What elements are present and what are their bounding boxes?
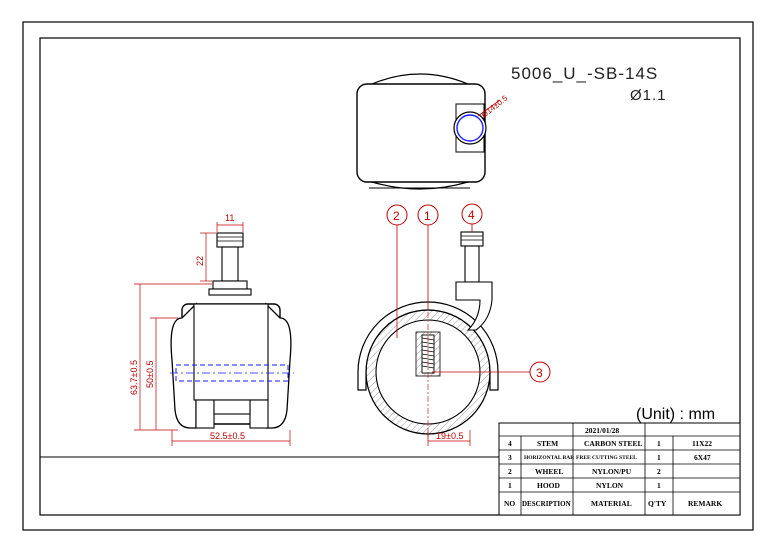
bom-header-qty: Q'TY <box>648 499 667 508</box>
bom-table: 2021/01/28 4 STEM CARBON STEEL 1 11X22 3… <box>498 422 741 516</box>
side-section-view: 19±0.5 <box>357 231 499 446</box>
inner-border <box>39 37 741 516</box>
bom-row-3-desc: HORIZONTAL BAR <box>524 455 575 461</box>
bom-row-1-desc: HOOD <box>537 481 561 490</box>
bom-row-4-remark: 11X22 <box>692 439 712 448</box>
bom-row-1-material: NYLON <box>596 481 624 490</box>
bom-row-3-no: 3 <box>508 453 512 462</box>
top-view: Ø14±0.5 <box>356 73 510 190</box>
stem-height-label: 22 <box>195 256 205 266</box>
callout-4 <box>461 203 483 225</box>
front-view <box>170 232 294 429</box>
bom-row-2-material: NYLON/PU <box>592 467 632 476</box>
callouts: 2 1 4 3 <box>386 203 551 383</box>
unit-label: (Unit) : mm <box>636 406 715 423</box>
bom-row-4-material: CARBON STEEL <box>584 439 643 448</box>
callout-2-label: 2 <box>393 209 400 223</box>
bom-row-3-qty: 1 <box>657 453 661 462</box>
total-width-label: 52.5±0.5 <box>210 431 245 441</box>
bom-date: 2021/01/28 <box>585 426 619 435</box>
callout-1 <box>417 204 439 226</box>
side-offset-label: 19±0.5 <box>436 431 463 441</box>
bom-row-2-no: 2 <box>508 467 512 476</box>
bom-header-remark: REMARK <box>688 499 722 508</box>
diameter-label: Ø1.1 <box>630 87 667 104</box>
stem-width-label: 11 <box>225 213 234 223</box>
bom-row-4-no: 4 <box>508 439 512 448</box>
bom-row-4-desc: STEM <box>537 439 558 448</box>
bom-row-1-no: 1 <box>508 481 512 490</box>
front-dimensions: 11 22 63.7±0.5 50±0.5 52.5±0.5 <box>129 213 291 446</box>
bom-row-2-desc: WHEEL <box>535 467 563 476</box>
callout-1-label: 1 <box>424 209 431 223</box>
bom-header-no: NO <box>504 499 515 508</box>
callout-2 <box>386 204 408 226</box>
bom-row-4-qty: 1 <box>657 439 661 448</box>
outer-border <box>22 21 754 531</box>
total-height-label: 63.7±0.5 <box>129 360 139 395</box>
bom-row-3-remark: 6X47 <box>694 453 711 462</box>
callout-3-label: 3 <box>536 366 543 380</box>
bom-row-3-material: FREE CUTTING STEEL <box>576 455 637 461</box>
model-title: 5006_U_-SB-14S <box>511 64 658 83</box>
bom-row-1-qty: 1 <box>657 481 661 490</box>
bom-header-material: MATERIAL <box>591 499 632 508</box>
bom-header-desc: DESCRIPTION <box>522 500 571 508</box>
callout-3 <box>529 361 551 383</box>
bom-row-2-qty: 2 <box>657 467 661 476</box>
wheel-height-label: 50±0.5 <box>145 361 155 388</box>
callout-4-label: 4 <box>468 208 475 222</box>
